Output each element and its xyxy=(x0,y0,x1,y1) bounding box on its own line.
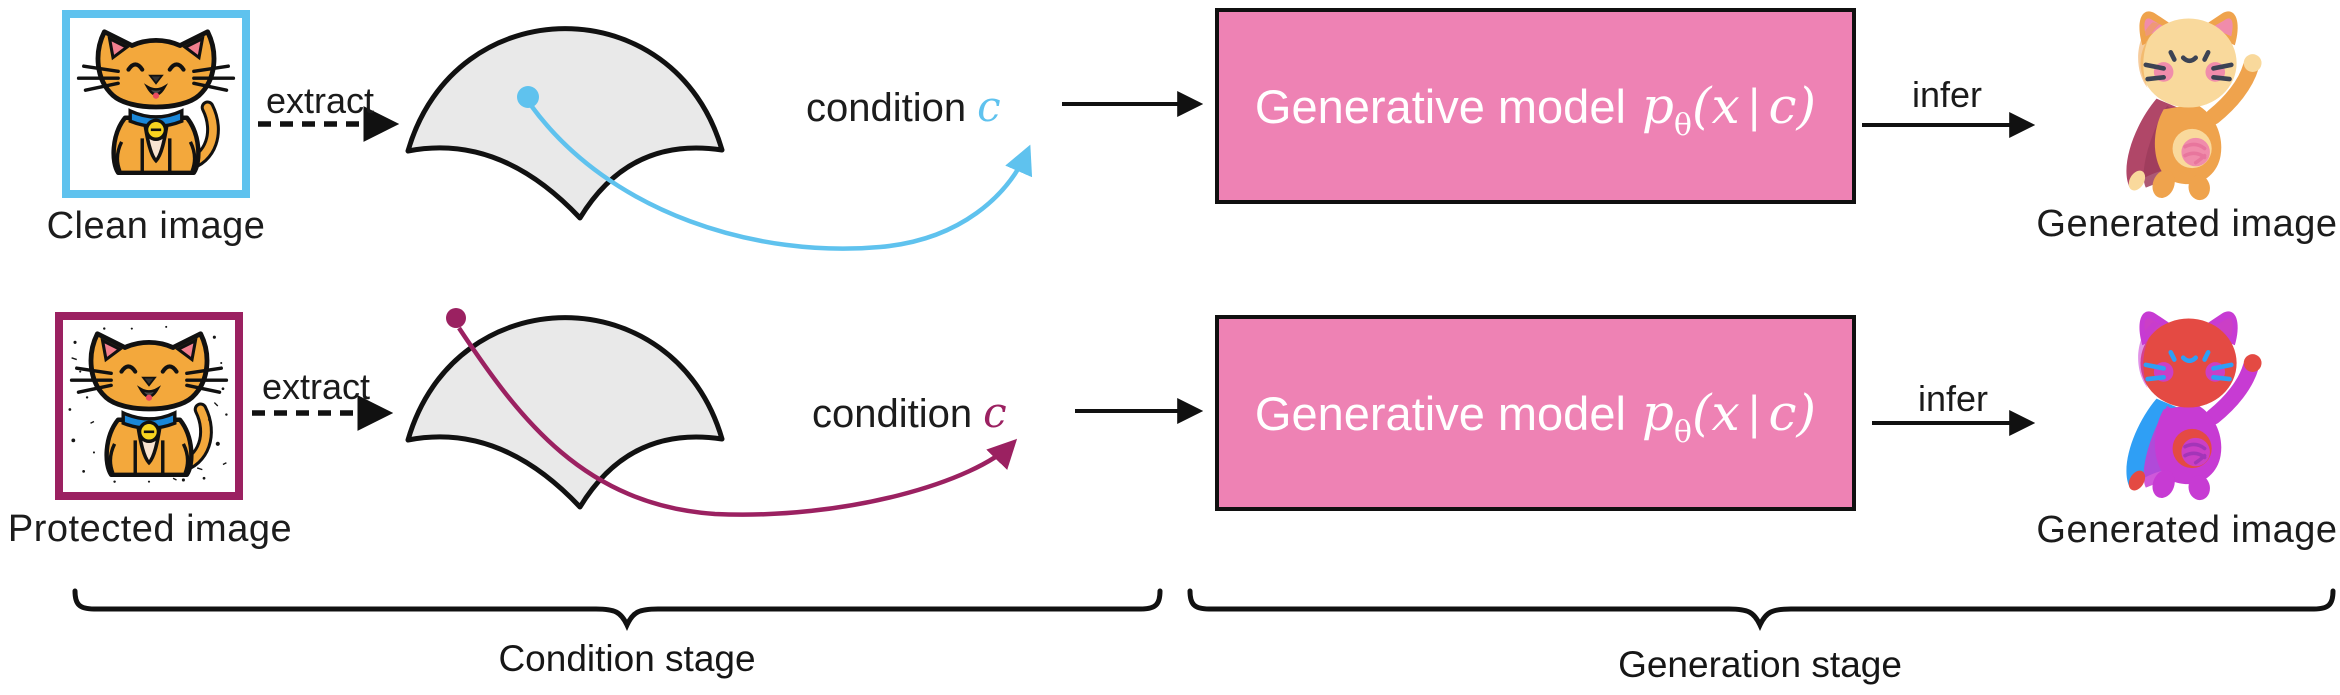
condition-stage-brace xyxy=(72,588,1163,631)
model-math: pθ(x|c) xyxy=(1641,384,1817,450)
model-label: Generative model xyxy=(1254,386,1626,440)
clean-image-thumbnail xyxy=(62,10,250,198)
clean-image-label: Clean image xyxy=(46,205,266,247)
generated-image-protected xyxy=(2096,306,2274,502)
protected-image-thumbnail xyxy=(55,312,243,500)
model-label: Generative model xyxy=(1254,79,1626,133)
generative-model-box-clean: Generative model pθ(x|c) xyxy=(1215,8,1856,204)
generation-stage-label: Generation stage xyxy=(1618,644,1902,685)
infer-label-clean: infer xyxy=(1911,74,1983,115)
condition-word: condition xyxy=(812,392,973,436)
generated-image-label-clean: Generated image xyxy=(2036,203,2338,245)
condition-point-off-manifold xyxy=(446,308,466,328)
generative-model-box-protected: Generative model pθ(x|c) xyxy=(1215,315,1856,511)
condition-word: condition xyxy=(806,86,967,130)
extract-label-protected: extract xyxy=(261,366,371,407)
model-math: pθ(x|c) xyxy=(1641,77,1817,143)
condition-symbol-clean: c xyxy=(977,82,1001,131)
condition-symbol-protected: c xyxy=(983,388,1007,437)
generated-image-label-protected: Generated image xyxy=(2036,509,2338,551)
manifold-shape-clean xyxy=(405,26,725,221)
manifold-shape-protected xyxy=(405,315,725,510)
infer-label-protected: infer xyxy=(1917,378,1989,419)
generation-stage-brace xyxy=(1187,588,2336,631)
generated-image-clean xyxy=(2096,6,2274,202)
extract-label-clean: extract xyxy=(265,80,375,121)
protected-image-label: Protected image xyxy=(7,508,293,550)
condition-point-on-manifold xyxy=(517,86,539,108)
condition-stage-label: Condition stage xyxy=(498,638,756,679)
